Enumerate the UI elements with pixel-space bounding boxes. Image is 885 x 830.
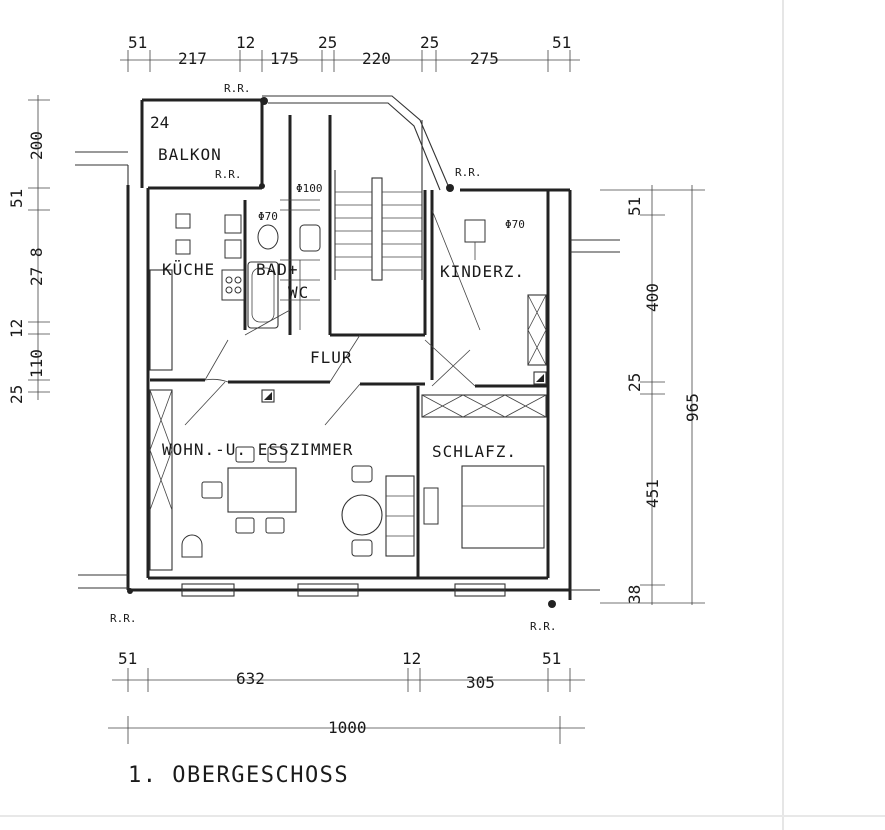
room-balkon: BALKON xyxy=(158,145,222,164)
dim-top-9: 51 xyxy=(552,33,571,52)
dim-bottom-2: 632 xyxy=(236,669,265,688)
dim-top-7: 25 xyxy=(420,33,439,52)
dim-bottom-total: 1000 xyxy=(328,718,367,737)
dim-left-3: 27 8 xyxy=(27,247,46,286)
wardrobe xyxy=(421,394,547,418)
room-schlafzimmer: SCHLAFZ. xyxy=(432,442,517,461)
dim-bottom-5: 51 xyxy=(542,649,561,668)
dim-right-4: 451 xyxy=(643,479,662,508)
furniture xyxy=(149,199,545,558)
room-kueche: KÜCHE xyxy=(162,260,215,279)
dim-right-total: 965 xyxy=(683,393,702,422)
dim-top-8: 275 xyxy=(470,49,499,68)
rr-label-5: R.R. xyxy=(530,620,557,633)
dim-right-2: 400 xyxy=(643,283,662,312)
dim-balkon-depth: 24 xyxy=(150,113,169,132)
phi70-label-bath: Φ70 xyxy=(258,210,278,223)
dim-top-5: 25 xyxy=(318,33,337,52)
dim-top-4: 175 xyxy=(270,49,299,68)
rr-label-3: R.R. xyxy=(455,166,482,179)
room-wohnzimmer: WOHN.-U. ESSZIMMER xyxy=(162,440,353,459)
dimension-top: 51 217 12 175 25 220 25 275 51 24 xyxy=(120,33,580,132)
room-labels: BALKON KÜCHE BAD+ WC KINDERZ. FLUR WOHN.… xyxy=(158,145,525,461)
pipe-markers: R.R. R.R. R.R. R.R. R.R. Φ100 Φ70 Φ70 xyxy=(110,82,557,633)
dim-top-6: 220 xyxy=(362,49,391,68)
room-kinderzimmer: KINDERZ. xyxy=(440,262,525,281)
windows xyxy=(149,389,506,597)
dim-bottom-3: 12 xyxy=(402,649,421,668)
dim-right-5: 38 xyxy=(625,585,644,604)
dim-bottom-1: 51 xyxy=(118,649,137,668)
room-flur: FLUR xyxy=(310,348,353,367)
dimension-bottom: 51 632 12 305 51 1000 xyxy=(108,649,585,744)
dim-left-4: 12 xyxy=(7,319,26,338)
dimension-left: 200 51 27 8 12 110 25 xyxy=(7,95,50,404)
phi100-label: Φ100 xyxy=(296,182,323,195)
rr-label-1: R.R. xyxy=(224,82,251,95)
staircase xyxy=(334,120,423,281)
dim-bottom-4: 305 xyxy=(466,673,495,692)
room-wc: WC xyxy=(288,283,309,302)
dim-left-6: 25 xyxy=(7,385,26,404)
phi70-label-kinderz: Φ70 xyxy=(505,218,525,231)
page-title: 1. OBERGESCHOSS xyxy=(128,763,349,788)
dim-left-5: 110 xyxy=(27,349,46,378)
exterior-lines xyxy=(75,151,620,591)
rr-label-4: R.R. xyxy=(110,612,137,625)
dim-top-2: 217 xyxy=(178,49,207,68)
dim-right-3: 25 xyxy=(625,373,644,392)
dim-top-1: 51 xyxy=(128,33,147,52)
walls xyxy=(126,95,572,600)
rr-label-2: R.R. xyxy=(215,168,242,181)
doors xyxy=(184,209,481,426)
dimension-right: 51 400 25 451 38 965 xyxy=(600,185,705,605)
kinderz-wardrobe xyxy=(527,294,547,385)
dim-top-3: 12 xyxy=(236,33,255,52)
dim-left-1: 200 xyxy=(27,131,46,160)
dim-right-1: 51 xyxy=(625,197,644,216)
dim-left-2: 51 xyxy=(7,189,26,208)
room-bad: BAD+ xyxy=(256,260,299,279)
